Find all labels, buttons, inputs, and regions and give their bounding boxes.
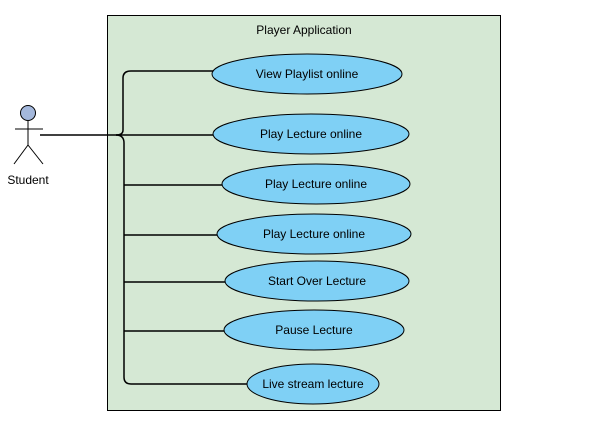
actor-student[interactable]: Student bbox=[7, 105, 49, 188]
use-case-label: Play Lecture online bbox=[260, 127, 362, 141]
use-case-ellipse bbox=[216, 213, 412, 255]
association-lines bbox=[40, 70, 247, 385]
use-case-label: Play Lecture online bbox=[263, 227, 365, 241]
use-case-label: Live stream lecture bbox=[262, 377, 364, 391]
use-case-play-lecture-3[interactable]: Play Lecture online bbox=[216, 213, 412, 255]
use-case-label: Pause Lecture bbox=[275, 323, 353, 337]
use-case-play-lecture-1[interactable]: Play Lecture online bbox=[212, 113, 410, 155]
actor-left-leg bbox=[13, 144, 29, 165]
use-case-ellipse bbox=[246, 363, 380, 405]
use-case-pause[interactable]: Pause Lecture bbox=[223, 309, 405, 351]
use-case-label: Start Over Lecture bbox=[268, 274, 366, 288]
actor-label: Student bbox=[7, 173, 49, 187]
use-case-start-over[interactable]: Start Over Lecture bbox=[224, 260, 410, 302]
use-case-ellipse bbox=[224, 260, 410, 302]
system-title: Player Application bbox=[256, 23, 351, 37]
use-case-ellipse bbox=[212, 113, 410, 155]
use-case-label: Play Lecture online bbox=[265, 177, 367, 191]
actor-right-leg bbox=[27, 144, 44, 165]
use-case-label: View Playlist online bbox=[256, 67, 359, 81]
use-case-ellipse bbox=[223, 309, 405, 351]
use-case-ellipse bbox=[221, 163, 411, 205]
use-case-view-playlist[interactable]: View Playlist online bbox=[211, 53, 403, 95]
use-case-ellipse bbox=[211, 53, 403, 95]
use-case-live-stream[interactable]: Live stream lecture bbox=[246, 363, 380, 405]
use-case-play-lecture-2[interactable]: Play Lecture online bbox=[221, 163, 411, 205]
actor-head bbox=[20, 105, 36, 121]
association-line-lower bbox=[115, 134, 247, 385]
